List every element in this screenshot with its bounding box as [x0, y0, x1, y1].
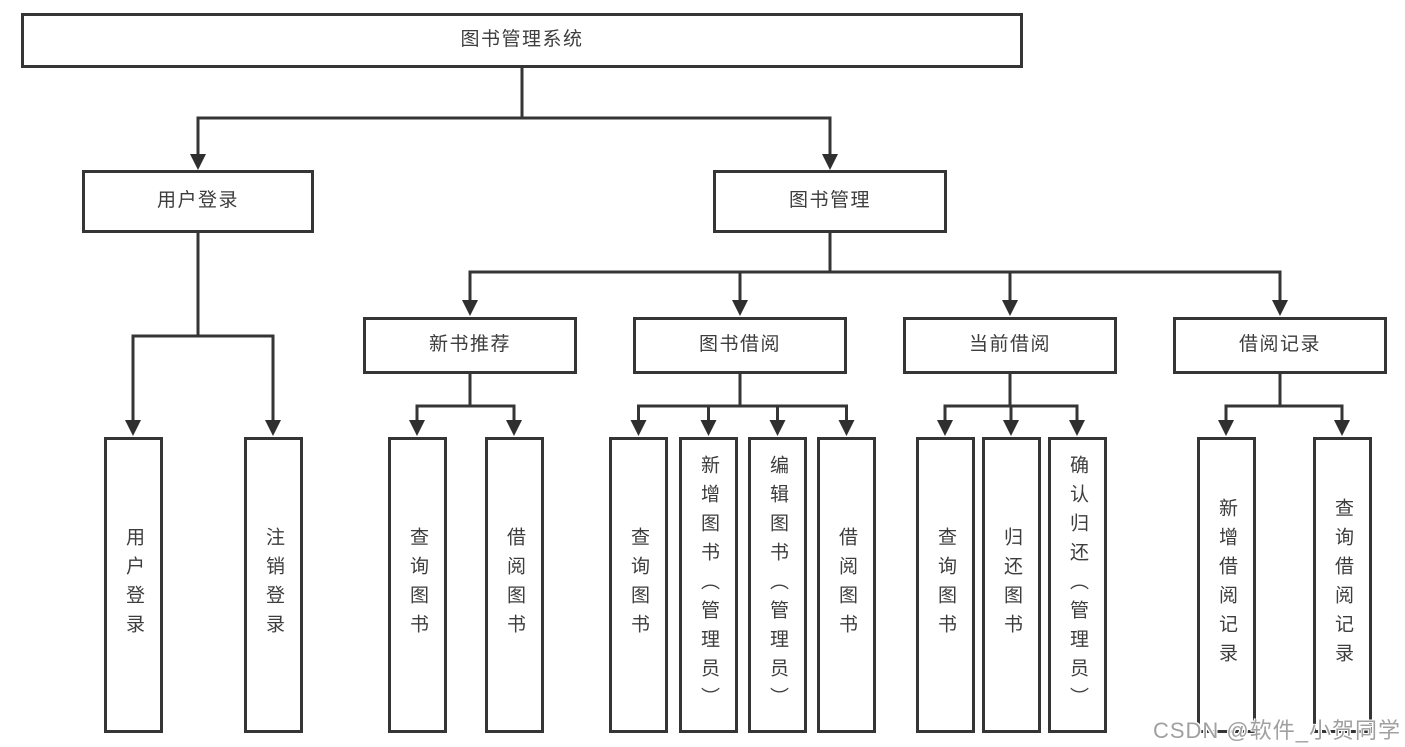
connector-group-book-mgmt — [468, 233, 1282, 302]
node-book-management: 图书管理 — [713, 170, 947, 233]
leaf-borrow-edit-books-admin: 编辑图书（管理员） — [748, 437, 807, 733]
leaf-current-query-books: 查询图书 — [916, 437, 975, 733]
leaf-user-login-label: 用户登录 — [123, 527, 144, 643]
node-book-management-label: 图书管理 — [788, 190, 871, 212]
leaf-newbook-query-books-label: 查询图书 — [407, 527, 428, 643]
node-borrow-records-label: 借阅记录 — [1238, 334, 1321, 356]
node-book-borrow: 图书借阅 — [633, 317, 847, 374]
node-new-book-recommend-label: 新书推荐 — [428, 334, 511, 356]
leaf-borrow-add-books-admin-label: 新增图书（管理员） — [698, 454, 719, 716]
leaf-borrow-add-books-admin: 新增图书（管理员） — [679, 437, 738, 733]
leaf-borrow-borrow-books-label: 借阅图书 — [836, 527, 857, 643]
node-current-borrow: 当前借阅 — [903, 317, 1117, 374]
leaf-newbook-query-books: 查询图书 — [388, 437, 447, 733]
leaf-current-confirm-return-admin: 确认归还（管理员） — [1048, 437, 1107, 733]
leaf-borrow-borrow-books: 借阅图书 — [817, 437, 876, 733]
connector-group-new-books — [415, 374, 516, 422]
leaf-records-add-record: 新增借阅记录 — [1197, 437, 1256, 733]
connector-arrowheads — [125, 154, 1350, 436]
connector-group-borrow-records — [1224, 374, 1344, 422]
leaf-current-confirm-return-admin-label: 确认归还（管理员） — [1067, 454, 1088, 716]
csdn-watermark: CSDN @软件_小贺同学 — [1152, 718, 1401, 743]
connector-group-user-login — [131, 233, 275, 422]
node-book-borrow-label: 图书借阅 — [698, 334, 781, 356]
node-root: 图书管理系统 — [21, 13, 1023, 68]
leaf-logout-label: 注销登录 — [263, 527, 284, 643]
leaf-records-query-record: 查询借阅记录 — [1313, 437, 1372, 733]
node-user-login: 用户登录 — [82, 170, 314, 233]
connector-group-current-borrow — [943, 374, 1079, 422]
leaf-logout: 注销登录 — [244, 437, 303, 733]
leaf-borrow-query-books: 查询图书 — [609, 437, 668, 733]
node-root-label: 图书管理系统 — [460, 29, 584, 51]
leaf-user-login: 用户登录 — [104, 437, 163, 733]
connector-group-root — [196, 67, 832, 156]
leaf-borrow-edit-books-admin-label: 编辑图书（管理员） — [767, 454, 788, 716]
node-current-borrow-label: 当前借阅 — [968, 334, 1051, 356]
node-user-login-label: 用户登录 — [156, 190, 239, 212]
leaf-borrow-query-books-label: 查询图书 — [628, 527, 649, 643]
leaf-records-query-record-label: 查询借阅记录 — [1332, 498, 1353, 672]
leaf-newbook-borrow-books: 借阅图书 — [485, 437, 544, 733]
connector-group-book-borrow — [637, 374, 848, 422]
leaf-records-add-record-label: 新增借阅记录 — [1216, 498, 1237, 672]
node-borrow-records: 借阅记录 — [1173, 317, 1387, 374]
leaf-newbook-borrow-books-label: 借阅图书 — [504, 527, 525, 643]
leaf-current-return-books-label: 归还图书 — [1001, 527, 1022, 643]
node-new-book-recommend: 新书推荐 — [363, 317, 577, 374]
leaf-current-query-books-label: 查询图书 — [935, 527, 956, 643]
leaf-current-return-books: 归还图书 — [982, 437, 1041, 733]
